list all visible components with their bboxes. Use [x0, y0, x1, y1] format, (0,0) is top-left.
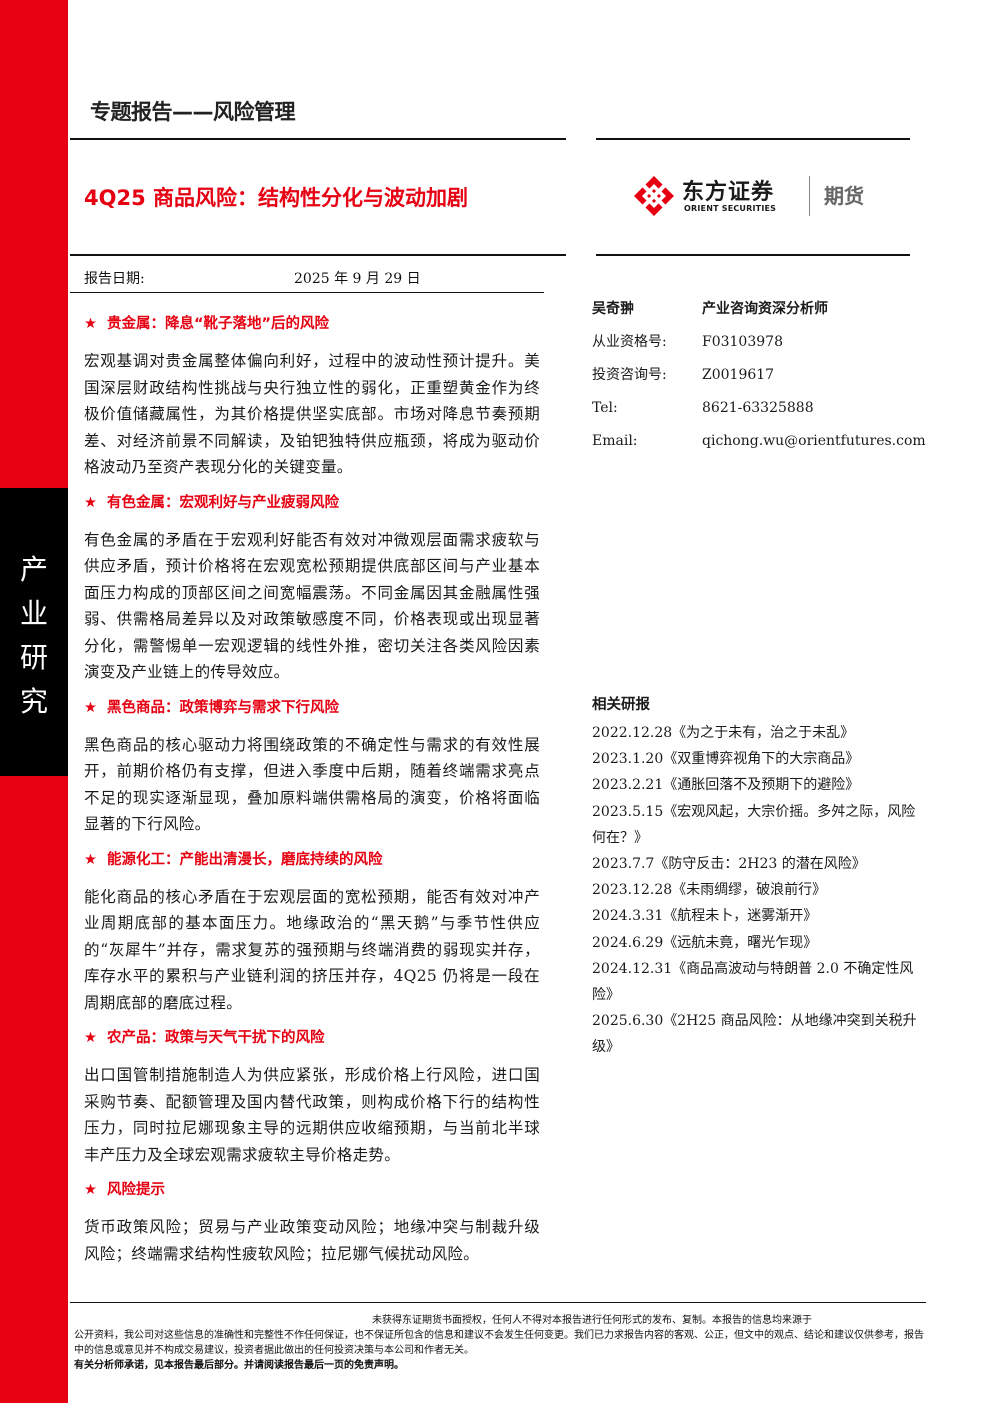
section-agriculture: ★ 农产品：政策与天气干扰下的风险 出口国管制措施制造人为供应紧张，形成价格上行风… [84, 1026, 540, 1168]
related-report-item[interactable]: 2024.12.31《商品高波动与特朗普 2.0 不确定性风险》 [592, 960, 914, 1004]
analyst-role: 产业咨询资深分析师 [702, 301, 828, 317]
header-rule-right [596, 138, 910, 140]
analyst-field-row: 投资咨询号: Z0019617 [592, 364, 922, 397]
field-label: Tel: [592, 400, 618, 416]
related-report-item[interactable]: 2023.1.20《双重博弈视角下的大宗商品》 [592, 751, 860, 768]
doc-type-heading: 专题报告——风险管理 [90, 100, 296, 124]
section-ferrous: ★ 黑色商品：政策博弈与需求下行风险 黑色商品的核心驱动力将围绕政策的不确定性与需… [84, 696, 540, 838]
section-heading-text: 黑色商品：政策博弈与需求下行风险 [107, 699, 339, 716]
related-report-item[interactable]: 2023.7.7《防守反击：2H23 的潜在风险》 [592, 856, 866, 873]
section-energy-chemicals: ★ 能源化工：产能出清漫长，磨底持续的风险 能化商品的核心矛盾在于宏观层面的宽松预… [84, 848, 540, 1017]
section-heading-text: 贵金属：降息“靴子落地”后的风险 [107, 316, 330, 332]
section-body: 黑色商品的核心驱动力将围绕政策的不确定性与需求的有效性展开，前期价格仍有支撑，但… [84, 735, 540, 834]
orient-logo-icon [634, 176, 674, 216]
star-icon: ★ [84, 699, 97, 716]
star-icon: ★ [84, 494, 97, 511]
section-heading-text: 风险提示 [107, 1182, 165, 1198]
section-nonferrous-metals: ★ 有色金属：宏观利好与产业疲弱风险 有色金属的矛盾在于宏观利好能否有效对冲微观层… [84, 491, 540, 686]
main-content: ★ 贵金属：降息“靴子落地”后的风险 宏观基调对贵金属整体偏向利好，过程中的波动性… [84, 312, 540, 1277]
field-value: Z0019617 [702, 367, 775, 383]
header-rule-left [70, 138, 566, 140]
related-reports-heading: 相关研报 [592, 697, 650, 713]
field-label: Email: [592, 433, 638, 449]
star-icon: ★ [84, 316, 97, 332]
field-value: F03103978 [702, 334, 783, 350]
analyst-name: 吴奇翀 [592, 301, 634, 317]
report-date-value: 2025 年 9 月 29 日 [294, 271, 421, 287]
related-reports: 相关研报 2022.12.28《为之于未有，治之于未乱》 2023.1.20《双… [592, 694, 922, 1061]
related-report-item[interactable]: 2023.12.28《未雨绸缪，破浪前行》 [592, 882, 827, 899]
analyst-field-row: 从业资格号: F03103978 [592, 331, 922, 364]
related-report-item[interactable]: 2023.5.15《宏观风起，大宗价摇。多舛之际，风险何在？》 [592, 803, 916, 846]
section-heading: ★ 农产品：政策与天气干扰下的风险 [84, 1026, 540, 1050]
section-heading: ★ 贵金属：降息“靴子落地”后的风险 [84, 312, 540, 336]
section-body: 货币政策风险；贸易与产业政策变动风险；地缘冲突与制裁升级风险；终端需求结构性疲软… [84, 1218, 540, 1263]
section-heading: ★ 黑色商品：政策博弈与需求下行风险 [84, 696, 540, 720]
section-heading-text: 能源化工：产能出清漫长，磨底持续的风险 [107, 851, 383, 868]
disclaimer-analyst-note: 有关分析师承诺，见本报告最后部分。并请阅读报告最后一页的免责声明。 [74, 1360, 404, 1371]
analyst-info: 吴奇翀 产业咨询资深分析师 从业资格号: F03103978 投资咨询号: Z0… [592, 298, 926, 463]
section-precious-metals: ★ 贵金属：降息“靴子落地”后的风险 宏观基调对贵金属整体偏向利好，过程中的波动性… [84, 312, 540, 481]
email-link[interactable]: qichong.wu@orientfutures.com [702, 433, 926, 449]
field-label: 投资咨询号: [592, 367, 667, 383]
date-rule [70, 292, 544, 293]
company-logo: 东方证券 ORIENT SECURITIES 期货 [632, 172, 892, 222]
section-risk-warning: ★ 风险提示 货币政策风险；贸易与产业政策变动风险；地缘冲突与制裁升级风险；终端需… [84, 1178, 540, 1267]
sidebar-char: 业 [19, 597, 48, 630]
star-icon: ★ [84, 851, 97, 868]
section-heading-text: 有色金属：宏观利好与产业疲弱风险 [107, 494, 339, 511]
section-body: 宏观基调对贵金属整体偏向利好，过程中的波动性预计提升。美国深层财政结构性挑战与央… [84, 352, 540, 476]
logo-company-name: 东方证券 [682, 180, 775, 205]
title-rule-left [70, 254, 566, 256]
title-rule-right [596, 254, 910, 256]
disclaimer-first-line: 未获得东证期货书面授权，任何人不得对本报告进行任何形式的发布、复制。本报告的信息… [372, 1315, 812, 1326]
logo-futures-label: 期货 [824, 184, 864, 208]
analyst-field-row: Tel: 8621-63325888 [592, 397, 922, 430]
sidebar-category-box [0, 488, 68, 776]
section-heading: ★ 能源化工：产能出清漫长，磨底持续的风险 [84, 848, 540, 872]
related-report-item[interactable]: 2023.2.21《通胀回落不及预期下的避险》 [592, 777, 860, 794]
logo-english-name: ORIENT SECURITIES [684, 204, 777, 213]
related-report-item[interactable]: 2024.6.29《远航未竟，曙光乍现》 [592, 934, 818, 951]
analyst-name-row: 吴奇翀 产业咨询资深分析师 [592, 298, 922, 331]
report-date: 报告日期: 2025 年 9 月 29 日 [84, 268, 421, 288]
field-value: 8621-63325888 [702, 400, 814, 416]
logo-divider [809, 176, 810, 216]
section-heading: ★ 风险提示 [84, 1178, 540, 1202]
field-label: 从业资格号: [592, 334, 667, 350]
sidebar-char: 究 [19, 685, 48, 718]
section-body: 有色金属的矛盾在于宏观利好能否有效对冲微观层面需求疲软与供应矛盾，预计价格将在宏… [84, 530, 540, 682]
footer-rule [70, 1302, 926, 1303]
section-body: 出口国管制措施制造人为供应紧张，形成价格上行风险，进口国采购节奏、配额管理及国内… [84, 1066, 540, 1164]
section-heading: ★ 有色金属：宏观利好与产业疲弱风险 [84, 491, 540, 515]
report-date-label: 报告日期: [84, 271, 145, 287]
star-icon: ★ [84, 1182, 97, 1198]
section-heading-text: 农产品：政策与天气干扰下的风险 [107, 1030, 325, 1046]
related-report-item[interactable]: 2024.3.31《航程未卜，迷雾渐开》 [592, 908, 818, 925]
sidebar-char: 产 [19, 553, 48, 586]
related-report-item[interactable]: 2025.6.30《2H25 商品风险：从地缘冲突到关税升级》 [592, 1013, 917, 1056]
disclaimer: 未获得东证期货书面授权，任何人不得对本报告进行任何形式的发布、复制。本报告的信息… [74, 1313, 924, 1373]
section-body: 能化商品的核心矛盾在于宏观层面的宽松预期，能否有效对冲产业周期底部的基本面压力。… [84, 887, 540, 1012]
sidebar-char: 研 [19, 641, 48, 674]
report-title: 4Q25 商品风险：结构性分化与波动加剧 [84, 186, 468, 210]
analyst-field-row: Email: qichong.wu@orientfutures.com [592, 430, 926, 463]
sidebar-category-label: 产 业 研 究 [0, 548, 68, 724]
disclaimer-body: 公开资料，我公司对这些信息的准确性和完整性不作任何保证，也不保证所包含的信息和建… [74, 1330, 924, 1356]
related-report-item[interactable]: 2022.12.28《为之于未有，治之于未乱》 [592, 725, 855, 741]
star-icon: ★ [84, 1030, 97, 1046]
